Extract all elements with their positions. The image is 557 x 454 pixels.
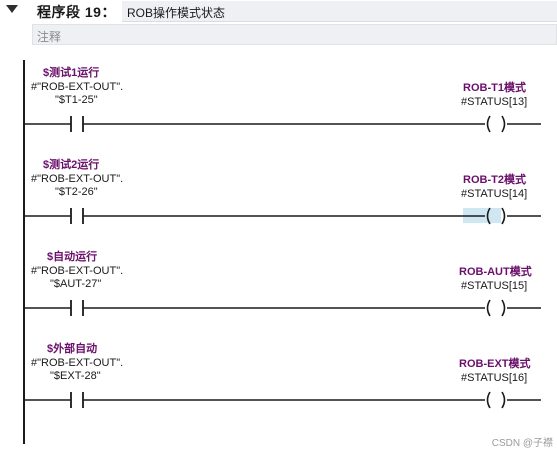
contact-tag[interactable]: "$T1-25" bbox=[55, 94, 98, 106]
collapse-triangle-icon[interactable] bbox=[6, 5, 18, 13]
rung-1 bbox=[24, 115, 541, 133]
network-comment-field[interactable]: 注释 bbox=[32, 24, 557, 45]
coil-operand-name[interactable]: ROB-T2模式 bbox=[463, 174, 526, 186]
coil-tag[interactable]: #STATUS[16] bbox=[461, 372, 528, 384]
network-header: 程序段 19： ROB操作模式状态 bbox=[0, 0, 557, 22]
contact-tag[interactable]: #"ROB-EXT-OUT". bbox=[31, 357, 124, 369]
coil-operand-name[interactable]: ROB-AUT模式 bbox=[459, 266, 532, 278]
coil-tag[interactable]: #STATUS[15] bbox=[461, 280, 528, 292]
contact-tag[interactable]: #"ROB-EXT-OUT". bbox=[31, 81, 124, 93]
coil-icon[interactable] bbox=[486, 299, 506, 317]
rung-4 bbox=[24, 391, 541, 409]
no-contact-icon[interactable] bbox=[70, 300, 84, 316]
no-contact-icon[interactable] bbox=[70, 392, 84, 408]
coil-tag[interactable]: #STATUS[14] bbox=[461, 188, 528, 200]
contact-operand-name[interactable]: $自动运行 bbox=[47, 251, 98, 263]
contact-operand-name[interactable]: $外部自动 bbox=[47, 343, 98, 355]
contact-tag[interactable]: "$T2-26" bbox=[55, 186, 98, 198]
coil-operand-name[interactable]: ROB-T1模式 bbox=[463, 82, 526, 94]
coil-icon[interactable] bbox=[486, 391, 506, 409]
contact-operand-name[interactable]: $测试1运行 bbox=[43, 67, 100, 79]
no-contact-icon[interactable] bbox=[70, 208, 84, 224]
contact-tag[interactable]: "$EXT-28" bbox=[50, 370, 101, 382]
network-label: 程序段 19： bbox=[37, 4, 116, 20]
coil-operand-name[interactable]: ROB-EXT模式 bbox=[459, 358, 531, 370]
network-title: ROB操作模式状态 bbox=[127, 6, 226, 20]
contact-operand-name[interactable]: $测试2运行 bbox=[43, 159, 100, 171]
rung-2 bbox=[24, 207, 541, 225]
network-title-field[interactable]: ROB操作模式状态 bbox=[122, 1, 557, 22]
comment-placeholder: 注释 bbox=[37, 30, 62, 44]
contact-tag[interactable]: #"ROB-EXT-OUT". bbox=[31, 173, 124, 185]
contact-tag[interactable]: "$AUT-27" bbox=[50, 278, 102, 290]
watermark: CSDN @子襟 bbox=[491, 438, 553, 449]
rung-3 bbox=[24, 299, 541, 317]
coil-icon[interactable] bbox=[486, 207, 506, 225]
no-contact-icon[interactable] bbox=[70, 116, 84, 132]
coil-tag[interactable]: #STATUS[13] bbox=[461, 96, 528, 108]
coil-icon[interactable] bbox=[486, 115, 506, 133]
contact-tag[interactable]: #"ROB-EXT-OUT". bbox=[31, 265, 124, 277]
